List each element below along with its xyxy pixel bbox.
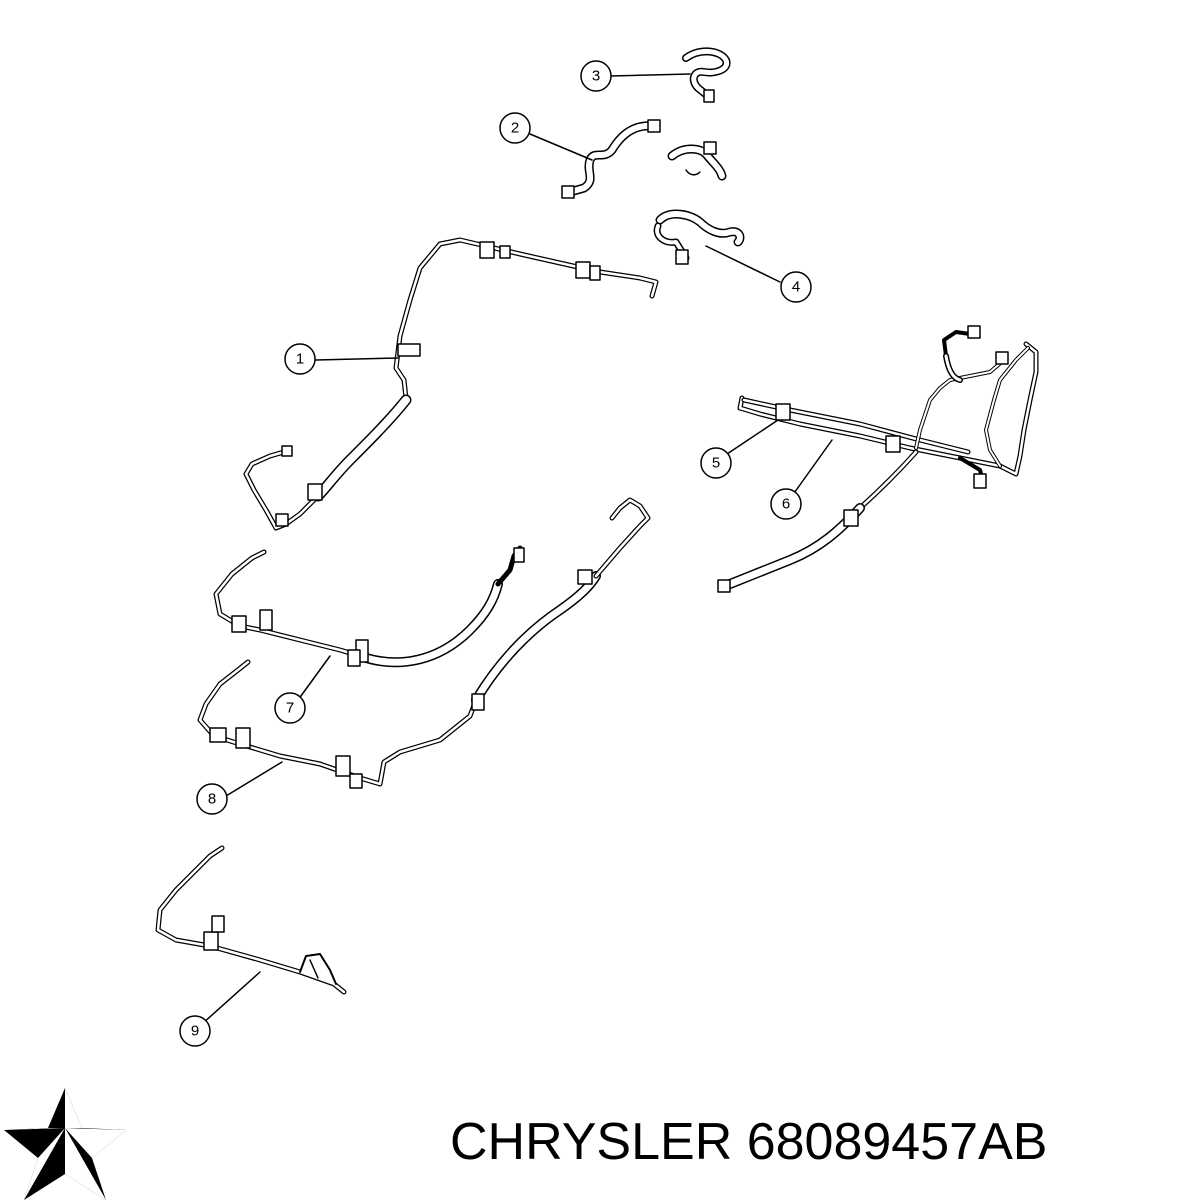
svg-text:6: 6 — [782, 496, 790, 513]
hose-piece — [667, 141, 727, 181]
callout-5: 5 — [700, 447, 732, 479]
svg-text:2: 2 — [511, 120, 519, 137]
callout-4: 4 — [780, 271, 812, 303]
leader-lines — [201, 73, 833, 1025]
part-number: 68089457AB — [746, 1113, 1048, 1171]
callout-1: 1 — [284, 343, 316, 375]
line-part-7 — [213, 545, 525, 668]
callout-9: 9 — [179, 1015, 211, 1047]
line-part-9 — [155, 845, 347, 995]
chrysler-pentastar-icon — [4, 1088, 126, 1200]
svg-text:4: 4 — [792, 279, 800, 296]
svg-text:8: 8 — [208, 791, 216, 808]
svg-text:7: 7 — [286, 700, 294, 717]
svg-text:1: 1 — [296, 351, 304, 368]
line-part-8 — [197, 497, 651, 789]
callout-3: 3 — [580, 60, 612, 92]
svg-text:5: 5 — [712, 455, 720, 472]
brand-name: CHRYSLER — [450, 1113, 733, 1171]
callout-6: 6 — [770, 488, 802, 520]
callout-2: 2 — [499, 112, 531, 144]
callout-7: 7 — [274, 692, 306, 724]
svg-text:3: 3 — [592, 68, 600, 85]
pressure-line-part-1 — [243, 237, 659, 531]
hose-part-2 — [561, 119, 661, 199]
hose-part-3 — [682, 47, 731, 103]
svg-text:9: 9 — [191, 1023, 199, 1040]
callout-8: 8 — [196, 783, 228, 815]
part-caption: CHRYSLER 68089457AB — [450, 1112, 1047, 1172]
hose-part-4 — [653, 209, 745, 265]
return-line-parts-5-6 — [717, 325, 1039, 593]
